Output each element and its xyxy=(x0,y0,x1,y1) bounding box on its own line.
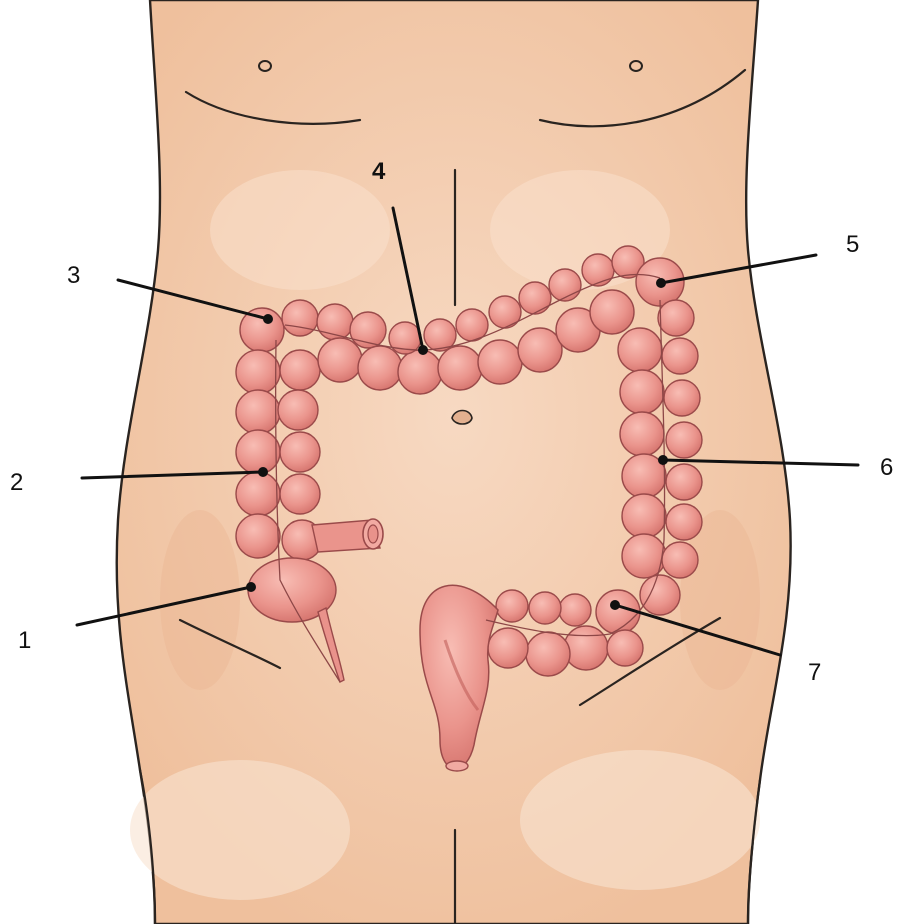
label-6: 6 xyxy=(880,454,893,481)
label-4: 4 xyxy=(372,158,386,185)
label-1: 1 xyxy=(18,627,31,654)
label-7: 7 xyxy=(808,659,821,686)
label-3: 3 xyxy=(67,262,80,289)
navel xyxy=(452,411,472,425)
label-2: 2 xyxy=(10,469,23,496)
label-5: 5 xyxy=(846,231,859,258)
